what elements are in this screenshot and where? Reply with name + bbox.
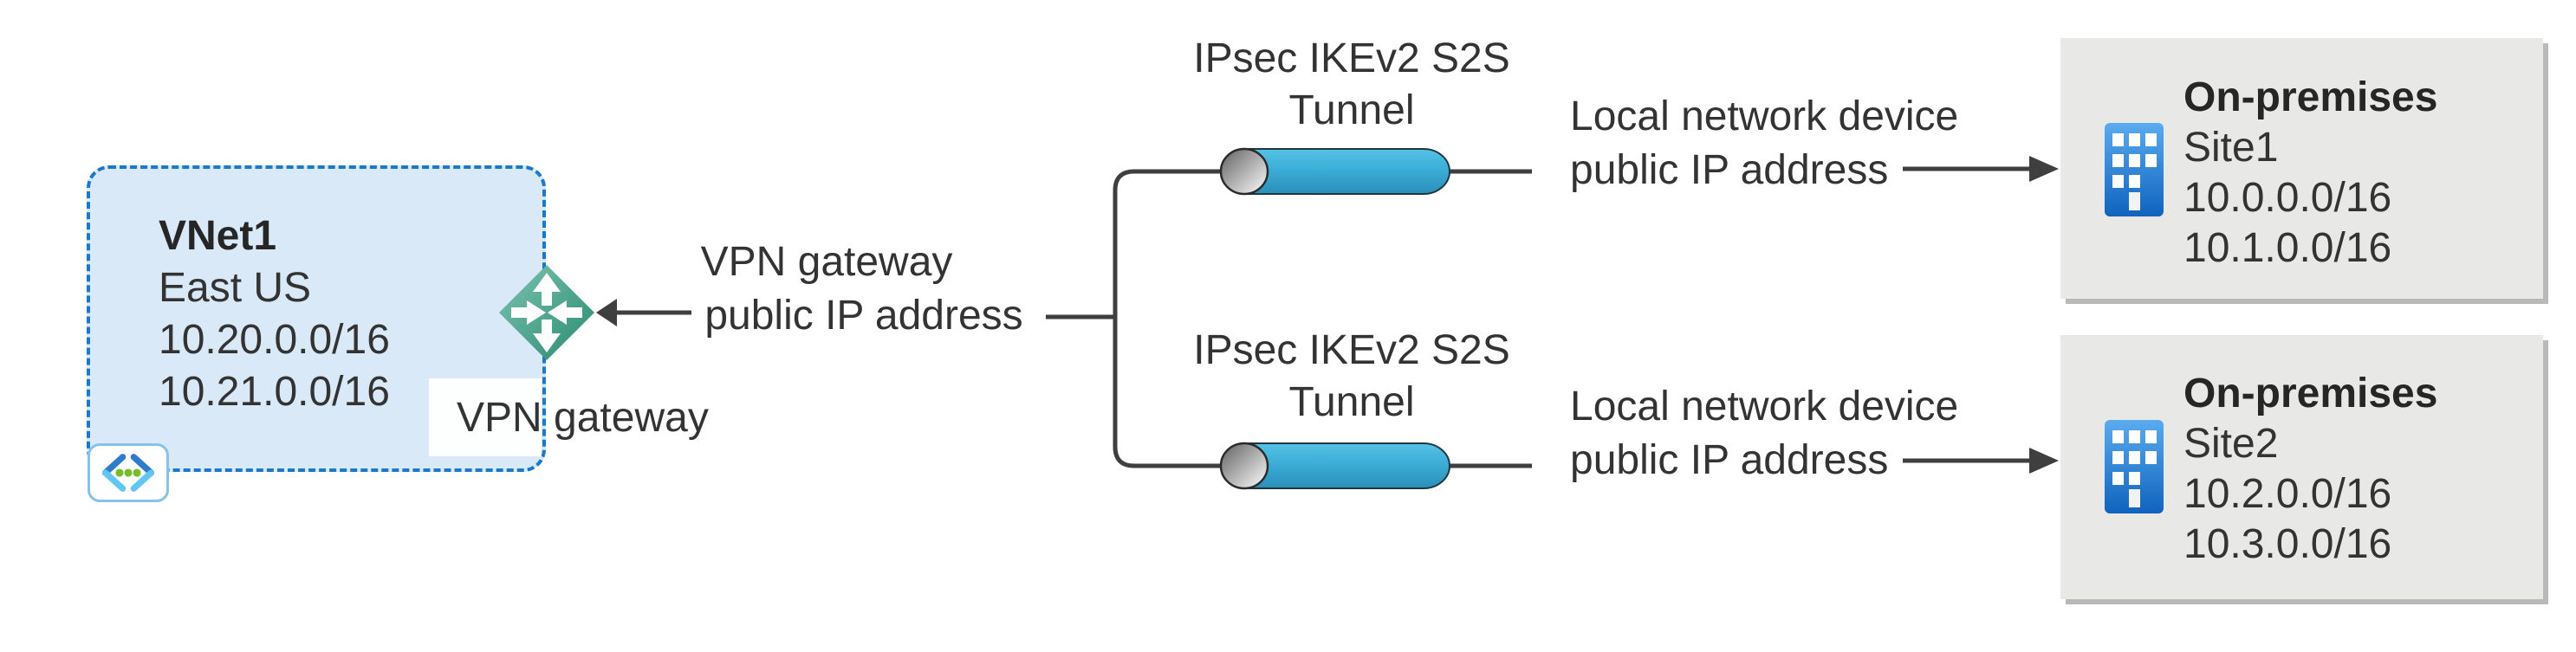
- gateway-public-ip-label-line2: public IP address: [704, 293, 1023, 339]
- vnet-prefix-2: 10.21.0.0/16: [159, 369, 390, 415]
- site2-prefix-1: 10.2.0.0/16: [2183, 471, 2392, 517]
- site1-prefix-2: 10.1.0.0/16: [2183, 225, 2392, 271]
- local-device-label-bottom: Local network device public IP address: [1570, 380, 1958, 487]
- tunnel2-label: IPsec IKEv2 S2S Tunnel: [1193, 325, 1510, 429]
- vnet-region: East US: [159, 265, 312, 311]
- vnet-prefix-1: 10.20.0.0/16: [159, 317, 390, 363]
- tunnel2-label-line1: IPsec IKEv2 S2S: [1193, 327, 1510, 373]
- building-icon-site1: [2105, 123, 2164, 216]
- site2-prefix-2: 10.3.0.0/16: [2183, 521, 2392, 567]
- arrow-to-site1-icon: [1903, 156, 2059, 182]
- site2-name: Site2: [2183, 421, 2279, 467]
- site1-prefix-1: 10.0.0.0/16: [2183, 175, 2392, 221]
- local-device-top-line1: Local network device: [1570, 94, 1959, 139]
- vpn-gateway-icon: [499, 265, 594, 360]
- building-icon-site2: [2105, 420, 2164, 513]
- local-device-bottom-line1: Local network device: [1570, 384, 1959, 429]
- tunnel2-label-line2: Tunnel: [1288, 379, 1415, 425]
- gateway-public-ip-label-line1: VPN gateway: [700, 239, 953, 285]
- tunnel1-label-line1: IPsec IKEv2 S2S: [1193, 36, 1510, 81]
- tunnel1-label: IPsec IKEv2 S2S Tunnel: [1193, 33, 1510, 137]
- local-device-top-line2: public IP address: [1570, 147, 1889, 193]
- virtual-network-icon: [88, 443, 169, 502]
- tunnel-cylinder-icon-top: [1219, 147, 1451, 196]
- local-device-bottom-line2: public IP address: [1570, 437, 1889, 483]
- vpn-gateway-label: VPN gateway: [457, 395, 709, 441]
- arrow-to-gateway-icon: [596, 299, 691, 326]
- site1-name: Site1: [2183, 125, 2279, 171]
- connector-lines: [1046, 169, 1532, 468]
- site2-info: On-premises Site2 10.2.0.0/16 10.3.0.0/1…: [2183, 369, 2437, 570]
- arrow-to-site2-icon: [1903, 448, 2059, 474]
- local-device-label-top: Local network device public IP address: [1570, 90, 1958, 197]
- vnet-name: VNet1: [159, 213, 277, 259]
- site1-title: On-premises: [2183, 74, 2438, 120]
- tunnel1-label-line2: Tunnel: [1288, 87, 1415, 133]
- vnet-info: VNet1 East US 10.20.0.0/16 10.21.0.0/16: [159, 210, 390, 418]
- tunnel-cylinder-icon-bottom: [1219, 442, 1451, 490]
- site1-info: On-premises Site1 10.0.0.0/16 10.1.0.0/1…: [2183, 73, 2437, 274]
- vpn-gateway-label-background: [429, 378, 542, 456]
- site2-title: On-premises: [2183, 371, 2438, 416]
